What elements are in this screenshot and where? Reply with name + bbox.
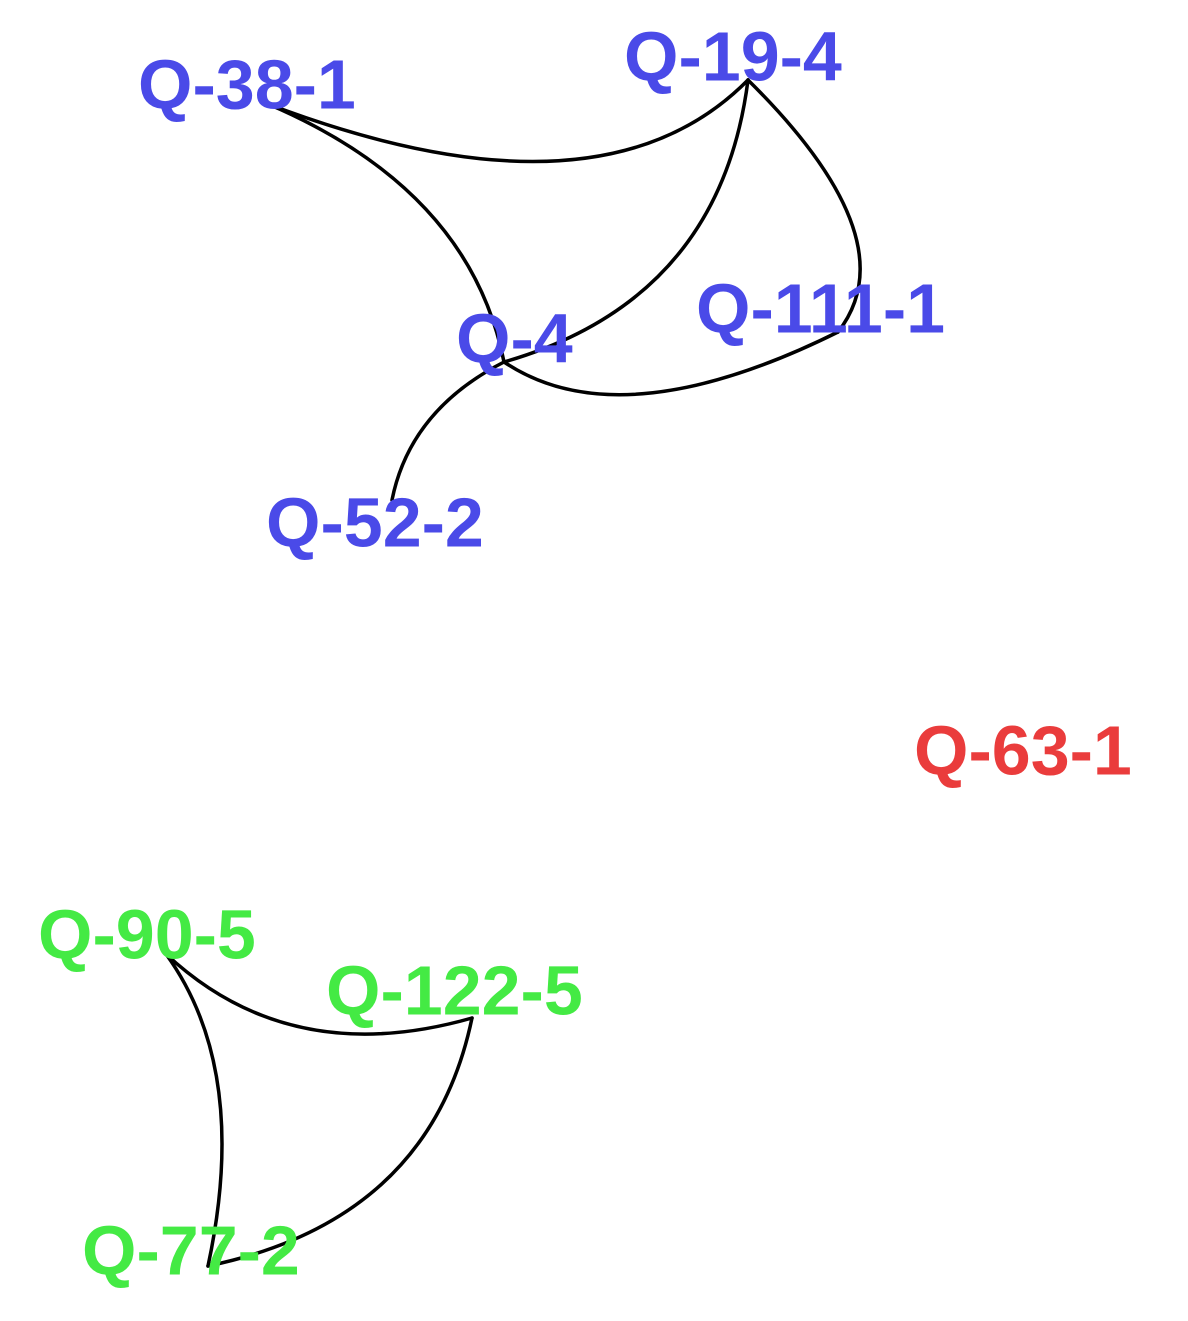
- edge-q-19-4-to-q-111-1: [746, 78, 862, 334]
- edge-q-4-to-q-111-1: [502, 330, 840, 397]
- node-label-q-77-2: Q-77-2: [82, 1211, 300, 1289]
- edge-q-19-4-to-q-4: [502, 78, 750, 364]
- node-label-q-52-2: Q-52-2: [266, 483, 484, 561]
- edge-q-38-1-to-q-4: [266, 102, 506, 364]
- node-label-q-122-5: Q-122-5: [326, 951, 583, 1029]
- node-label-q-90-5: Q-90-5: [38, 895, 256, 973]
- node-label-q-4: Q-4: [456, 299, 573, 377]
- edge-q-90-5-to-q-77-2: [164, 952, 224, 1268]
- edges-layer: [164, 78, 862, 1268]
- edge-q-122-5-to-q-77-2: [206, 1016, 474, 1268]
- node-label-q-111-1: Q-111-1: [696, 269, 945, 347]
- edge-q-38-1-to-q-19-4: [266, 78, 750, 164]
- node-label-q-63-1: Q-63-1: [914, 711, 1132, 789]
- edge-q-90-5-to-q-122-5: [164, 952, 474, 1036]
- node-label-q-38-1: Q-38-1: [138, 45, 356, 123]
- edge-q-4-to-q-52-2: [390, 360, 506, 502]
- labels-layer: Q-38-1 Q-19-4Q-111-1 Q-4Q-52-2Q-63-1Q-90-5…: [38, 17, 1132, 1289]
- node-label-q-19-4: Q-19-4: [624, 17, 842, 95]
